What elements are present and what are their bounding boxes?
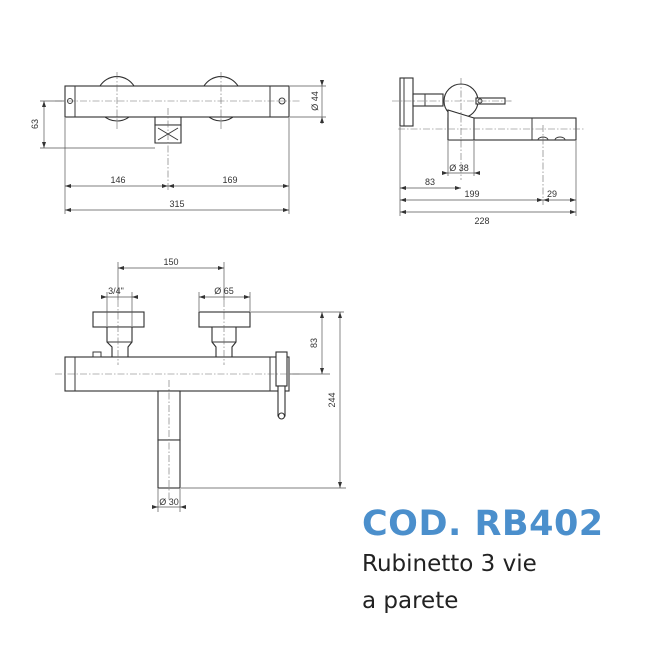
front-dim-total: 315 [169, 199, 184, 209]
wall-flange [399, 77, 414, 127]
side-dim-outlet: 29 [547, 189, 557, 199]
bottom-dim-connection: 83 [309, 338, 319, 348]
side-dim-spout: 199 [464, 189, 479, 199]
front-dim-right: 169 [222, 175, 237, 185]
bottom-dim-thread: 3/4" [108, 286, 124, 296]
mixer-body [64, 85, 290, 118]
right-flange [198, 311, 251, 328]
bottom-dim-centers: 150 [163, 257, 178, 267]
lever-bottom [277, 385, 286, 417]
side-view: Ø 38 83 199 29 228 [392, 77, 585, 226]
product-description-line2: a parete [362, 588, 459, 614]
side-dim-total: 228 [474, 216, 489, 226]
product-code: COD. RB402 [362, 504, 604, 544]
bottom-dim-pipe-diameter: Ø 30 [159, 497, 179, 507]
front-view: 63 146 169 315 Ø 44 [30, 72, 326, 214]
front-dim-diameter: Ø 44 [310, 91, 320, 111]
front-dim-height: 63 [30, 119, 40, 129]
bottom-dim-height: 244 [327, 392, 337, 407]
side-dim-depth: 83 [425, 177, 435, 187]
bottom-dim-flange: Ø 65 [214, 286, 234, 296]
left-flange [92, 311, 145, 328]
front-dim-left: 146 [110, 175, 125, 185]
side-dim-inlet-diameter: Ø 38 [449, 163, 469, 173]
bottom-view: 150 3/4" Ø 65 83 244 Ø 30 [55, 257, 346, 512]
product-description-line1: Rubinetto 3 vie [362, 551, 537, 577]
